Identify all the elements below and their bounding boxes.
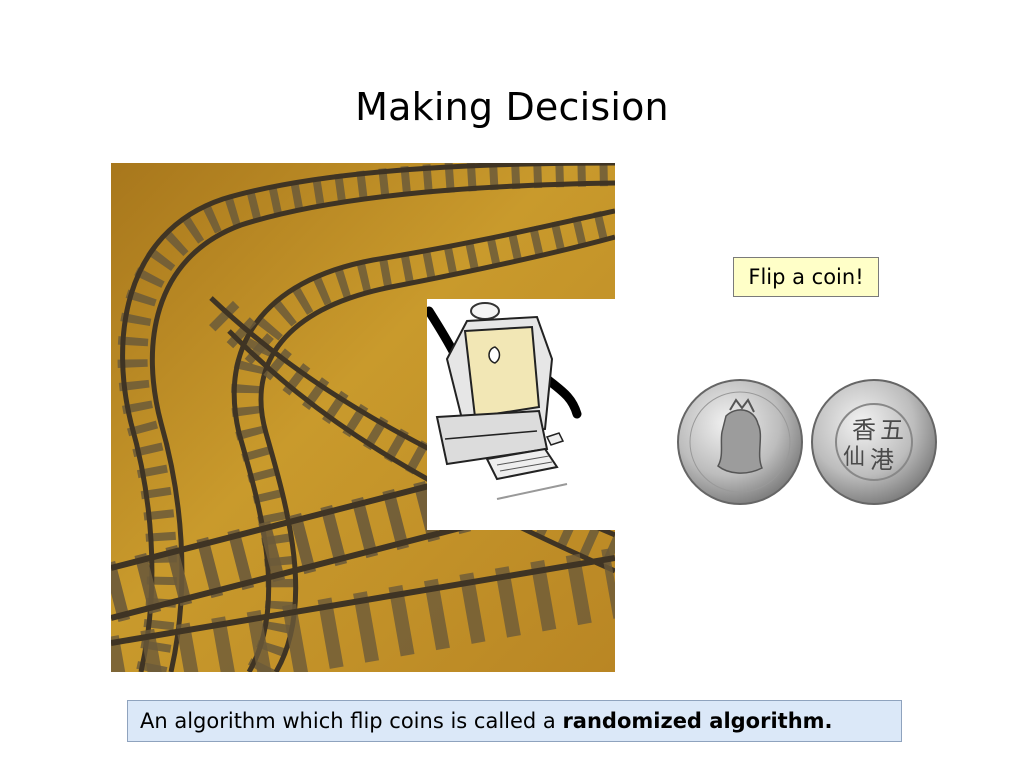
coin-char-2: 五 (880, 416, 904, 444)
coin-char-3: 仙 (843, 445, 865, 470)
computer-cartoon-image (427, 299, 615, 530)
coin-obverse (677, 379, 803, 505)
computer-cartoon-drawing (427, 302, 582, 500)
coin-char-1: 香 (852, 416, 876, 444)
slide-title: Making Decision (355, 85, 669, 129)
coins-drawing: 香 五 仙 港 (677, 379, 937, 505)
coin-char-4: 港 (870, 446, 894, 474)
footer-emphasis: randomized algorithm. (562, 709, 833, 733)
coin-reverse: 香 五 仙 港 (811, 379, 937, 505)
flip-coin-callout: Flip a coin! (733, 257, 879, 297)
footer-note: An algorithm which flip coins is called … (127, 700, 902, 742)
footer-text: An algorithm which flip coins is called … (140, 709, 563, 733)
coins-image: 香 五 仙 港 (676, 376, 940, 510)
